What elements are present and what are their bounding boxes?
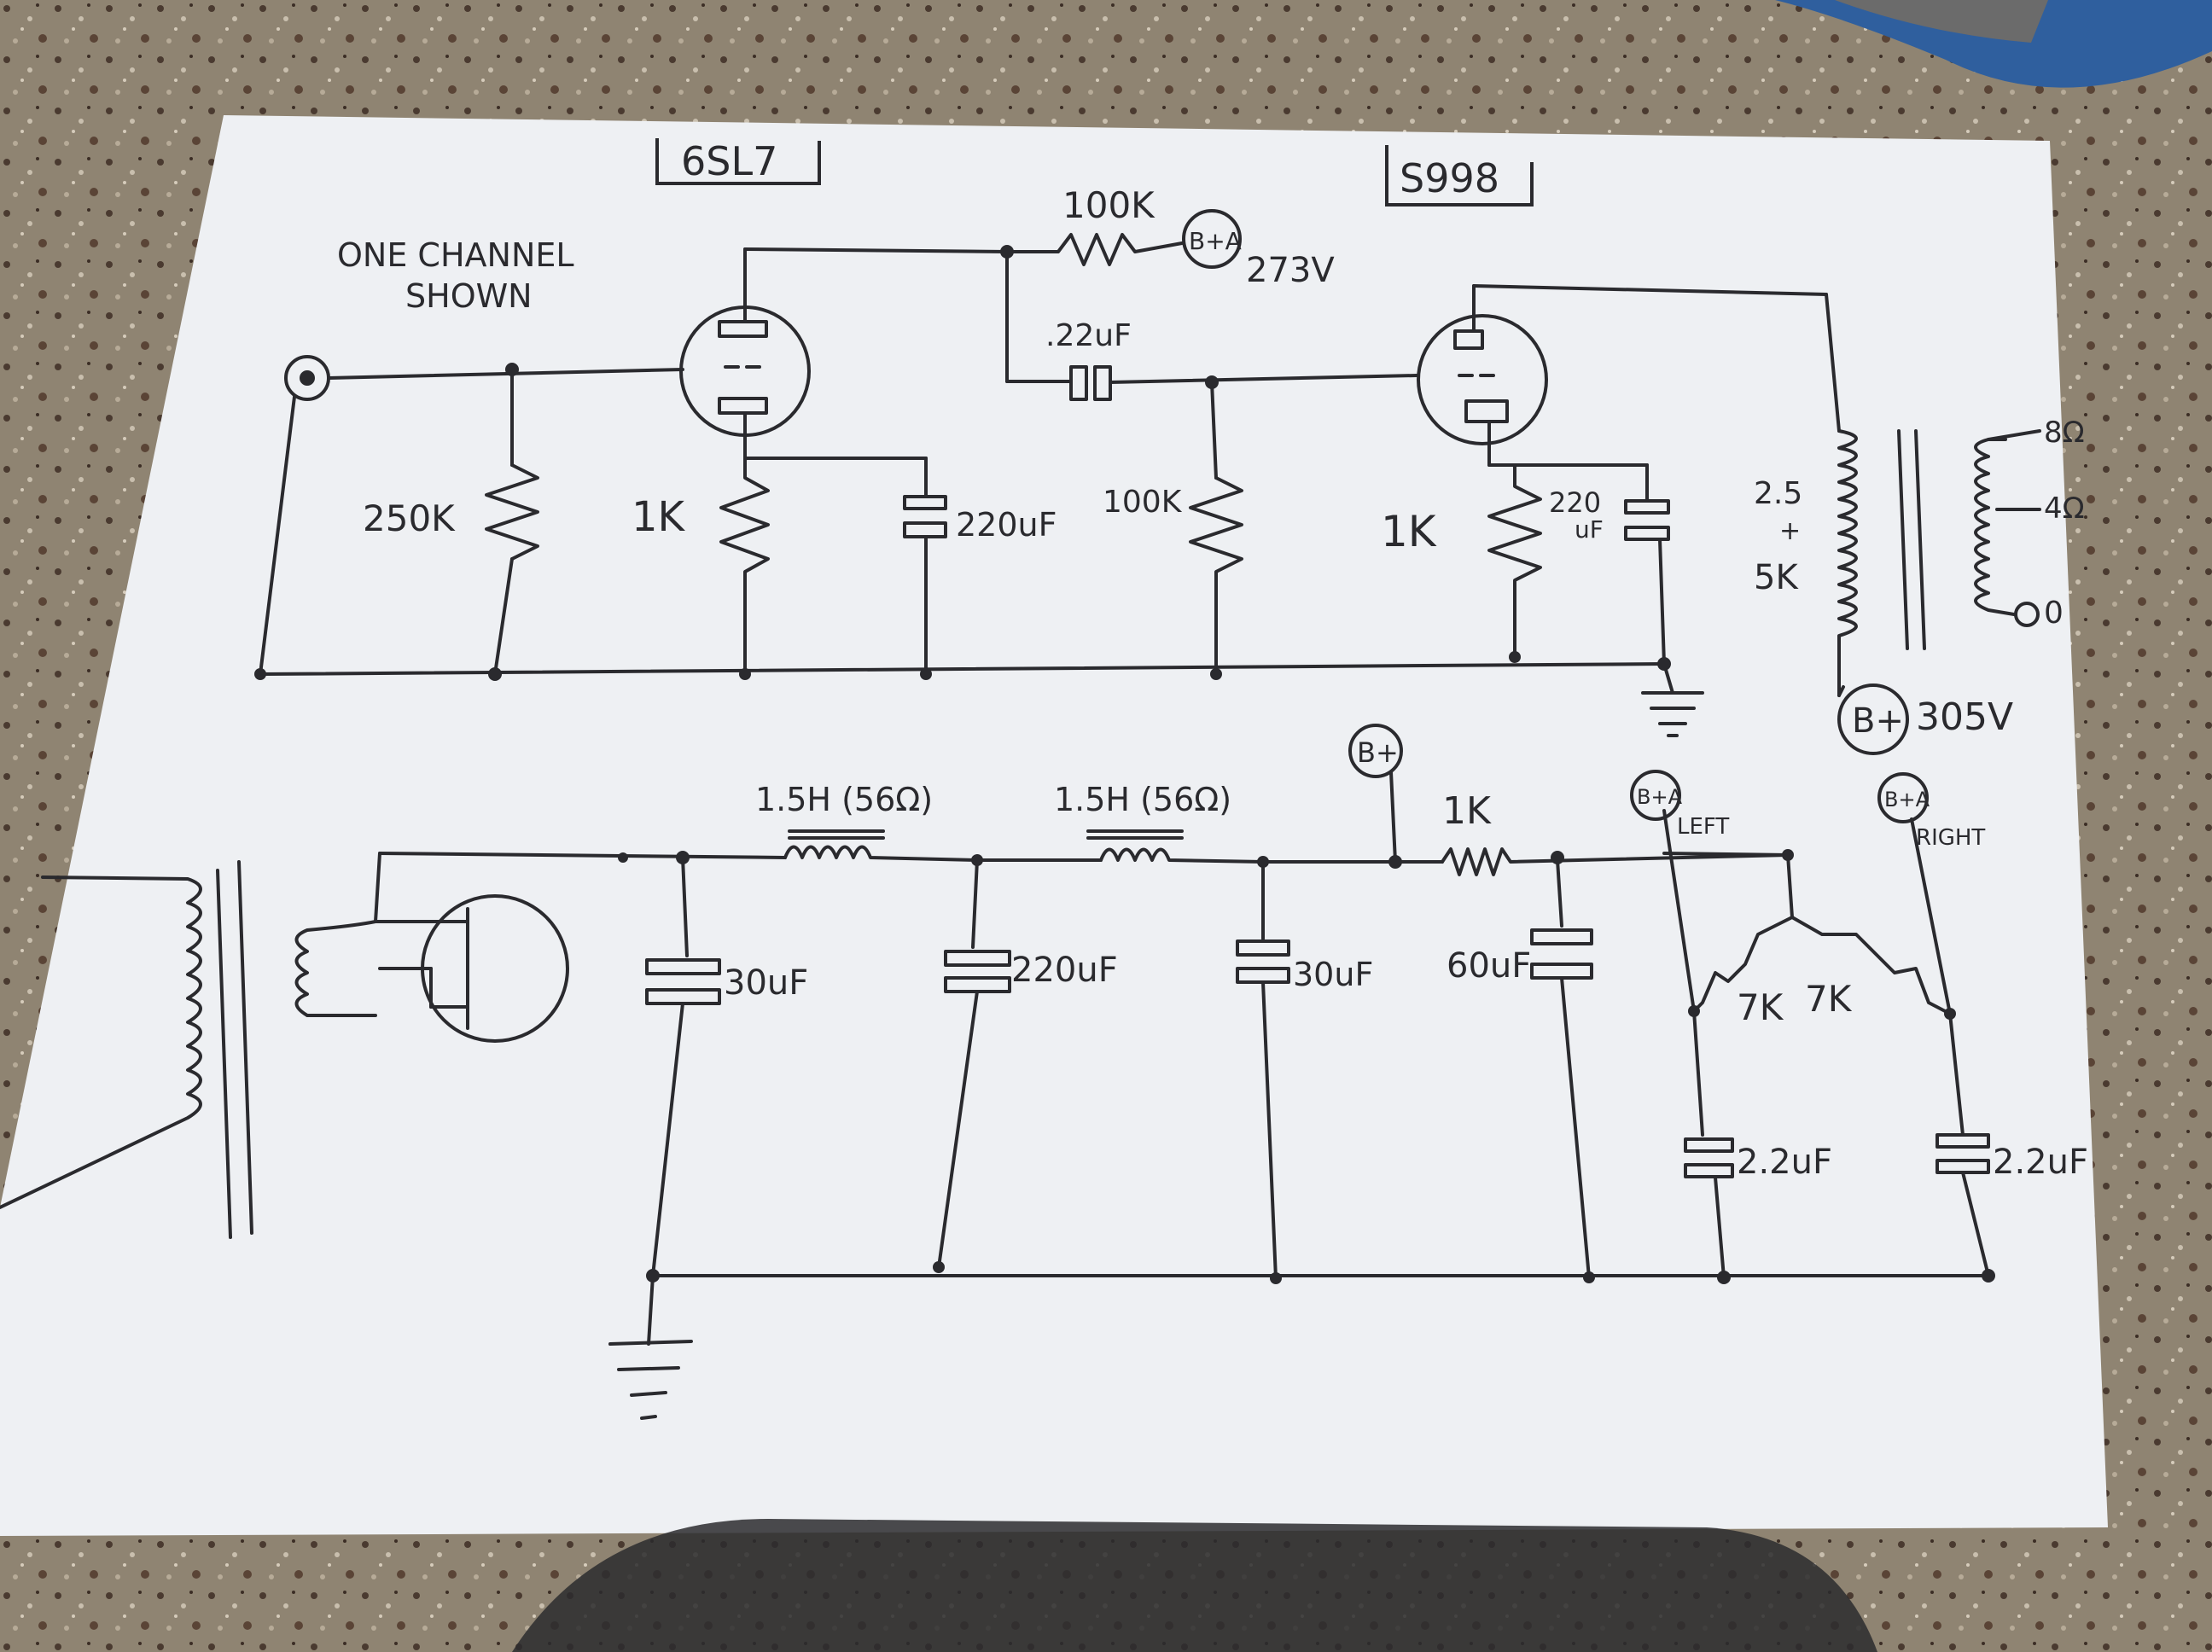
label-7k-right: 7K [1805, 978, 1853, 1020]
label-primary-mid: + [1779, 516, 1801, 546]
cap-220uf-driver-icon [903, 495, 947, 510]
label-7k-left: 7K [1737, 986, 1784, 1028]
label-tap-4: 4Ω [2044, 492, 2085, 526]
power-supply-wiring [0, 724, 1994, 1420]
label-tap-0: 0 [2044, 596, 2064, 631]
note-line2: SHOWN [405, 277, 533, 315]
resistor-250k-icon [485, 463, 539, 561]
resistor-7k-right-icon [1790, 916, 1952, 1015]
label-boxes [655, 138, 1534, 206]
cap-220uf-output-icon [1624, 499, 1670, 515]
label-primary-bottom: 5K [1754, 558, 1799, 597]
tube-s998-icon [1417, 314, 1548, 445]
cap-220uf-supply-icon [944, 950, 1011, 967]
label-cap-30uf-2: 30uF [1293, 956, 1373, 993]
resistor-100k-plate-icon [1005, 233, 1184, 266]
label-bplus-a-right: B+A [1884, 788, 1930, 811]
cap-2-2uf-right-icon [1936, 1133, 1990, 1149]
label-plate-resistor: 100K [1062, 184, 1155, 226]
label-1k-output: 1K [1381, 507, 1437, 556]
pen-icon [1775, 0, 2212, 88]
resistor-1k-dropping-icon [1441, 847, 1790, 876]
label-uf-output: uF [1575, 515, 1604, 544]
label-left: LEFT [1677, 814, 1729, 840]
label-bplus-supply: B+ [1357, 736, 1399, 769]
resistor-100k-grid-icon [1189, 476, 1243, 676]
cap-60uf-icon [1530, 928, 1593, 945]
junction-dots [254, 245, 1995, 1284]
node-bplus-supply [1348, 724, 1403, 778]
shadow [512, 1519, 1877, 1652]
coupling-cap-icon [1069, 365, 1088, 401]
label-250k: 250K [363, 497, 456, 539]
label-primary-top: 2.5 [1754, 476, 1802, 511]
output-transformer-icon [1837, 429, 1858, 697]
label-cap-2-2uf-left: 2.2uF [1737, 1143, 1832, 1182]
resistor-7k-left-icon [1692, 916, 1794, 1013]
label-choke-2: 1.5H (56Ω) [1054, 781, 1231, 818]
note-line1: ONE CHANNEL [337, 236, 574, 274]
label-plate-voltage: 273V [1246, 251, 1335, 290]
resistor-1k-output-icon [1487, 463, 1542, 659]
label-bplus-a-left: B+A [1637, 785, 1683, 809]
tube-label-driver: 6SL7 [681, 138, 777, 184]
cap-2-2uf-left-icon [1684, 1137, 1734, 1153]
node-bplus-a-right [1877, 772, 1929, 823]
label-output-voltage: 305V [1916, 695, 2013, 739]
ground-icon-bottom [608, 1274, 693, 1420]
choke-2-icon [1099, 847, 1265, 864]
label-1k-dropping: 1K [1442, 789, 1492, 833]
power-transformer-icon [0, 875, 202, 1209]
label-choke-1: 1.5H (56Ω) [755, 781, 933, 818]
label-cap-60uf: 60uF [1447, 946, 1531, 986]
label-1k-driver: 1K [632, 493, 686, 541]
label-tap-8: 8Ω [2044, 416, 2085, 450]
cap-30uf-1-icon [645, 958, 721, 975]
label-cap-30uf-1: 30uF [724, 963, 808, 1003]
label-bplus-output: B+ [1852, 701, 1904, 741]
node-bplus-a-top [1182, 209, 1242, 269]
label-cap-2-2uf-right: 2.2uF [1993, 1143, 2088, 1182]
cap-30uf-2-icon [1236, 939, 1290, 957]
tube-label-output: S998 [1400, 155, 1499, 201]
label-220-output: 220 [1549, 486, 1601, 519]
choke-1-icon [783, 845, 979, 862]
node-bplus-a-left [1630, 770, 1681, 821]
label-cap-220uf: 220uF [1011, 951, 1118, 990]
label-bplus-a-top: B+A [1189, 227, 1242, 255]
label-220uf-driver: 220uF [956, 506, 1057, 544]
resistor-1k-driver-icon [719, 457, 770, 676]
label-right: RIGHT [1916, 825, 1985, 851]
label-100k-grid: 100K [1103, 485, 1183, 520]
label-coupling-cap: .22uF [1045, 318, 1132, 353]
node-bplus-output [1837, 683, 1909, 755]
